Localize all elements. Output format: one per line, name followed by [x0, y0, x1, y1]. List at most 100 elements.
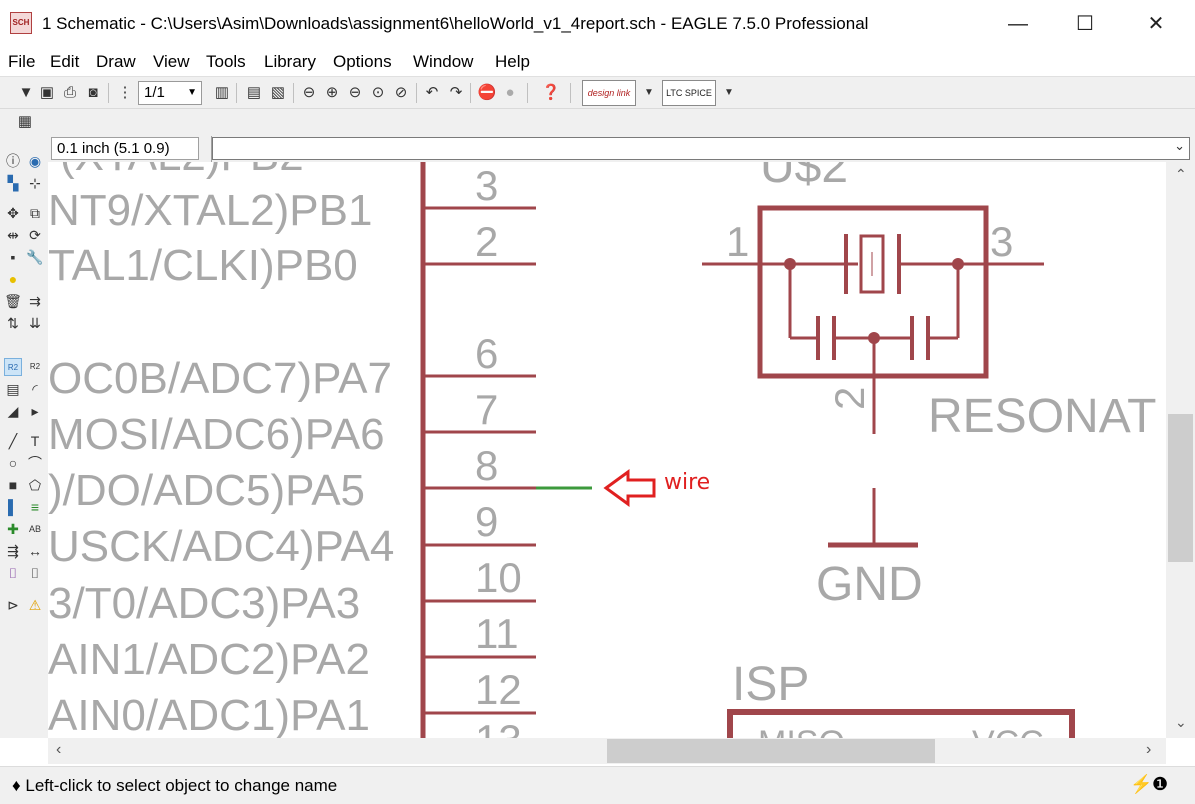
chevron-down-icon[interactable]: ▼ [644, 87, 654, 98]
copy-icon[interactable]: ⧉ [30, 205, 40, 221]
stop-command-icon[interactable]: ❶ [1152, 774, 1169, 794]
menu-draw[interactable]: Draw [96, 52, 136, 71]
cam-icon[interactable]: ◙ [88, 84, 98, 101]
name-icon[interactable]: R2 [4, 358, 22, 376]
print-icon[interactable]: ⎙ [63, 84, 76, 101]
net-icon[interactable]: ≡ [30, 499, 40, 515]
pinswap-icon[interactable]: ⇅ [7, 315, 19, 331]
vertical-scroll-thumb[interactable] [1168, 414, 1193, 562]
label-icon[interactable]: AB [28, 524, 41, 534]
polygon-icon[interactable]: ⬠ [28, 477, 42, 493]
mark-icon[interactable]: ⊹ [29, 175, 41, 191]
vertical-scrollbar[interactable]: ⌃ ⌄ [1166, 162, 1195, 738]
zoom-select-icon[interactable]: ⊘ [394, 84, 408, 101]
grid-icon[interactable]: ▤ [246, 84, 262, 101]
value-icon[interactable]: R2 [29, 362, 41, 371]
scroll-right-icon[interactable]: › [1146, 741, 1152, 758]
minimize-button[interactable]: — [1008, 13, 1028, 35]
scroll-left-icon[interactable]: ‹ [56, 741, 62, 758]
gateswap-icon[interactable]: ⌷ [30, 565, 40, 581]
sheet-select[interactable]: 1/1 ▼ [138, 81, 202, 105]
script-icon[interactable]: ⋮ [117, 84, 133, 101]
menu-help[interactable]: Help [495, 52, 530, 71]
rotate-icon[interactable]: ⟳ [29, 227, 41, 243]
wire-draw-icon[interactable]: ╱ [8, 433, 18, 449]
junction-icon[interactable]: ✚ [7, 521, 19, 537]
warning-icon[interactable]: ⚠ [28, 597, 42, 613]
command-input[interactable] [212, 137, 1190, 160]
command-row: 0.1 inch (5.1 0.9) ⌄ [0, 136, 1195, 162]
chevron-down-icon: ▼ [187, 87, 197, 98]
text-icon[interactable]: T [30, 433, 40, 449]
layer-icon[interactable]: ▥ [214, 84, 230, 101]
attribute-icon[interactable]: ⇶ [7, 543, 19, 559]
help-icon[interactable]: ❓ [541, 84, 561, 101]
rect-icon[interactable]: ■ [8, 477, 18, 493]
stop-icon[interactable]: ⛔ [477, 84, 497, 101]
window-title: 1 Schematic - C:\Users\Asim\Downloads\as… [42, 14, 869, 33]
show-icon[interactable]: ◉ [28, 153, 42, 169]
pin-number: 11 [475, 610, 519, 657]
miter-icon[interactable]: ◜ [32, 381, 38, 397]
cam-processor-icon[interactable]: ▧ [270, 84, 286, 101]
bus-icon[interactable]: ▌ [8, 499, 18, 515]
menu-options[interactable]: Options [333, 52, 392, 71]
group-icon[interactable]: ▪ [10, 249, 16, 265]
smash-icon[interactable]: ▤ [6, 381, 20, 397]
split-icon[interactable]: ◢ [7, 403, 19, 419]
scroll-up-icon[interactable]: ⌃ [1175, 166, 1187, 182]
info-icon[interactable]: ⓘ [6, 153, 20, 169]
maximize-button[interactable]: ☐ [1076, 13, 1094, 35]
chevron-down-icon[interactable]: ⌄ [1174, 138, 1185, 153]
menu-library[interactable]: Library [264, 52, 316, 71]
lightning-icon[interactable]: ⚡ [1130, 774, 1153, 794]
grid-icon[interactable]: ▦ [17, 113, 33, 130]
resonator-name: U$2 [760, 162, 848, 193]
design-link-button[interactable]: design link [582, 80, 636, 106]
arc-icon[interactable]: ⌒ [28, 455, 42, 471]
frame-icon[interactable]: ⌷ [8, 565, 18, 581]
chevron-down-icon[interactable]: ▼ [724, 87, 734, 98]
mirror-icon[interactable]: ⇹ [7, 227, 19, 243]
sheet-select-value: 1/1 [144, 84, 165, 101]
splitter-handle[interactable] [200, 136, 212, 162]
redo-icon[interactable]: ↷ [449, 84, 463, 101]
zoom-fit-icon[interactable]: ⊖ [302, 84, 316, 101]
horizontal-scrollbar[interactable]: ‹ › [48, 738, 1166, 764]
pin-name: )/DO/ADC5)PA5 [48, 466, 365, 515]
save-icon[interactable]: ▣ [39, 84, 55, 101]
ltspice-button[interactable]: LTC SPICE [662, 80, 716, 106]
menu-file[interactable]: File [8, 52, 36, 71]
circle-icon[interactable]: ○ [8, 455, 18, 471]
undo-icon[interactable]: ↶ [425, 84, 439, 101]
invoke-icon[interactable]: ▸ [31, 403, 39, 419]
pin-number: 8 [475, 442, 498, 489]
resonator-value: RESONAT [928, 390, 1156, 443]
close-button[interactable]: ✕ [1147, 13, 1165, 35]
isp-body[interactable] [727, 709, 1075, 738]
open-icon[interactable]: ▼ [18, 84, 34, 101]
pin-name: OC0B/ADC7)PA7 [48, 354, 392, 403]
replace-icon[interactable]: ⇊ [29, 315, 41, 331]
schematic-canvas[interactable]: (XTAL2)PB2 NT9/XTAL2)PB1 TAL1/CLKI)PB0 O… [48, 162, 1166, 738]
paste-icon[interactable]: ● [8, 271, 18, 287]
move-icon[interactable]: ✥ [7, 205, 19, 221]
go-icon[interactable]: ● [505, 84, 515, 101]
zoom-out-icon[interactable]: ⊖ [348, 84, 362, 101]
horizontal-scroll-thumb[interactable] [607, 739, 935, 763]
resonator-pin-number: 2 [826, 387, 873, 410]
menu-edit[interactable]: Edit [50, 52, 80, 71]
erc-icon[interactable]: ⊳ [7, 597, 19, 613]
delete-icon[interactable]: 🗑 [4, 293, 22, 309]
menu-view[interactable]: View [153, 52, 190, 71]
menu-tools[interactable]: Tools [206, 52, 246, 71]
dimension-icon[interactable]: ↔ [28, 543, 42, 559]
pin-number: 2 [475, 218, 498, 265]
scroll-down-icon[interactable]: ⌄ [1175, 714, 1187, 730]
change-icon[interactable]: 🔧 [26, 249, 44, 265]
menu-window[interactable]: Window [413, 52, 474, 71]
zoom-redraw-icon[interactable]: ⊙ [371, 84, 385, 101]
zoom-in-icon[interactable]: ⊕ [325, 84, 339, 101]
add-icon[interactable]: ⇉ [29, 293, 41, 309]
display-icon[interactable]: ▚ [7, 175, 19, 191]
